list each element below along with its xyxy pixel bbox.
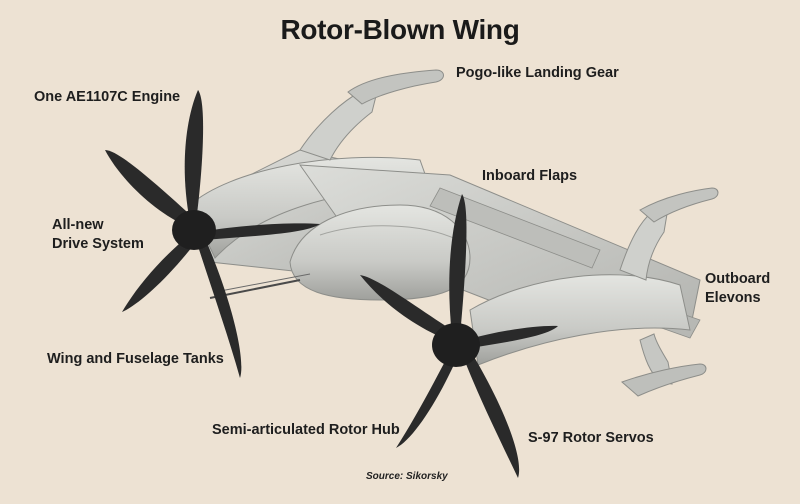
drive-shaft-2 <box>214 273 311 293</box>
label-outboard-elevons-line2: Elevons <box>705 290 761 306</box>
left-rotor <box>105 90 320 378</box>
label-landing-gear: Pogo-like Landing Gear <box>456 65 619 81</box>
fuselage <box>289 204 471 301</box>
label-inboard-flaps: Inboard Flaps <box>482 168 578 184</box>
right-rotor-blade <box>462 350 520 478</box>
fuselage-spine <box>319 225 459 241</box>
left-rotor-blade <box>200 223 320 240</box>
left-rotor-hub <box>172 210 216 250</box>
right-nacelle <box>469 274 691 366</box>
left-rotor-blade <box>122 236 196 312</box>
label-outboard-elevons-line1: Outboard <box>705 271 771 287</box>
left-rotor-blade <box>105 150 196 228</box>
upper-landing-pod <box>347 69 444 105</box>
right-rotor-blade <box>360 275 458 342</box>
label-drive-system-line2: Drive System <box>52 236 144 252</box>
right-rotor <box>360 194 558 478</box>
right-rotor-blade <box>396 352 458 448</box>
inboard-flap <box>429 187 601 269</box>
diagram-title: Rotor-Blown Wing <box>280 14 520 45</box>
label-drive-system-line1: All-new <box>52 217 104 233</box>
left-rotor-blade <box>196 236 242 378</box>
label-outboard-elevons: Outboard Elevons <box>705 270 770 308</box>
label-drive-system: All-new Drive System <box>52 216 144 254</box>
right-rotor-hub <box>432 323 480 367</box>
source-credit: Source: Sikorsky <box>366 471 448 482</box>
right-rotor-blade <box>466 325 558 348</box>
left-rotor-blade <box>184 90 204 222</box>
right-lower-pod <box>621 363 707 397</box>
label-rotor-servos: S-97 Rotor Servos <box>528 430 654 446</box>
label-engine: One AE1107C Engine <box>34 89 181 105</box>
right-rotor-blade <box>449 194 467 336</box>
label-tanks: Wing and Fuselage Tanks <box>47 351 224 367</box>
right-upper-pod <box>639 187 719 223</box>
label-rotor-hub: Semi-articulated Rotor Hub <box>212 422 400 438</box>
